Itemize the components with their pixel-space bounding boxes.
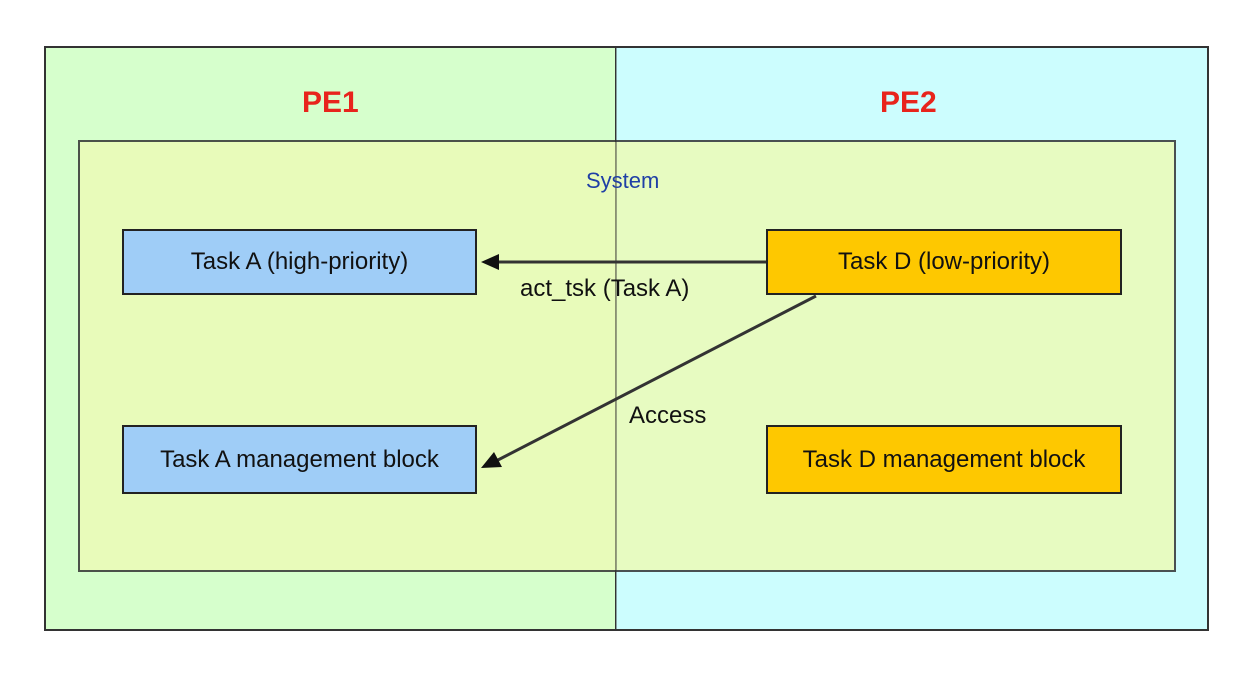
task-d-management-block: Task D management block (766, 425, 1122, 494)
system-label: System (586, 168, 660, 193)
pe1-label: PE1 (302, 86, 359, 119)
act-tsk-label: act_tsk (Task A) (520, 275, 690, 302)
task-a-box: Task A (high-priority) (122, 229, 477, 295)
pe2-label: PE2 (880, 86, 937, 119)
pe-divider-line (615, 46, 617, 631)
system-region (78, 140, 1176, 572)
task-a-management-block: Task A management block (122, 425, 477, 494)
task-d-box: Task D (low-priority) (766, 229, 1122, 295)
access-label: Access (629, 402, 707, 429)
